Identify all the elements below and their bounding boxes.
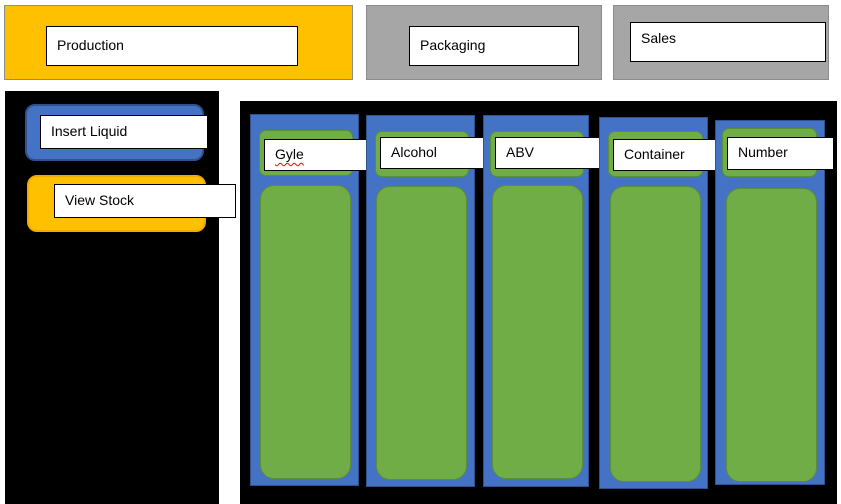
insert-liquid-label: Insert Liquid (40, 115, 208, 149)
view-stock-button[interactable]: View Stock (27, 175, 236, 232)
insert-liquid-button[interactable]: Insert Liquid (25, 104, 208, 161)
column-field-number[interactable] (726, 188, 817, 482)
tab-sales-label: Sales (630, 22, 826, 62)
column-header-number: Number (722, 128, 834, 177)
column-header-abv: ABV (490, 131, 601, 177)
column-number: Number (715, 120, 834, 485)
column-label-number: Number (727, 137, 834, 170)
column-header-alcohol: Alcohol (375, 131, 486, 177)
tab-production-label: Production (46, 26, 298, 66)
tab-packaging-label: Packaging (409, 26, 579, 66)
view-stock-label: View Stock (54, 184, 236, 218)
tab-packaging[interactable]: Packaging (366, 5, 602, 80)
column-gyle: Gyle (250, 114, 370, 486)
column-container: Container (599, 117, 722, 489)
stock-panel: Gyle Alcohol ABV Container Number (240, 101, 837, 504)
tab-production[interactable]: Production (4, 5, 353, 80)
column-field-abv[interactable] (492, 185, 583, 479)
column-field-gyle[interactable] (260, 185, 351, 479)
sidebar: Insert Liquid View Stock (5, 91, 236, 504)
column-label-abv: ABV (495, 137, 601, 169)
column-field-alcohol[interactable] (376, 186, 467, 480)
column-label-alcohol: Alcohol (380, 137, 486, 169)
column-label-gyle: Gyle (275, 146, 304, 162)
column-field-container[interactable] (610, 186, 701, 482)
column-header-container: Container (608, 131, 722, 177)
column-label-container: Container (613, 139, 722, 171)
tab-sales[interactable]: Sales (613, 5, 829, 80)
column-abv: ABV (483, 115, 601, 487)
column-header-gyle: Gyle (259, 130, 370, 176)
column-alcohol: Alcohol (366, 115, 486, 487)
